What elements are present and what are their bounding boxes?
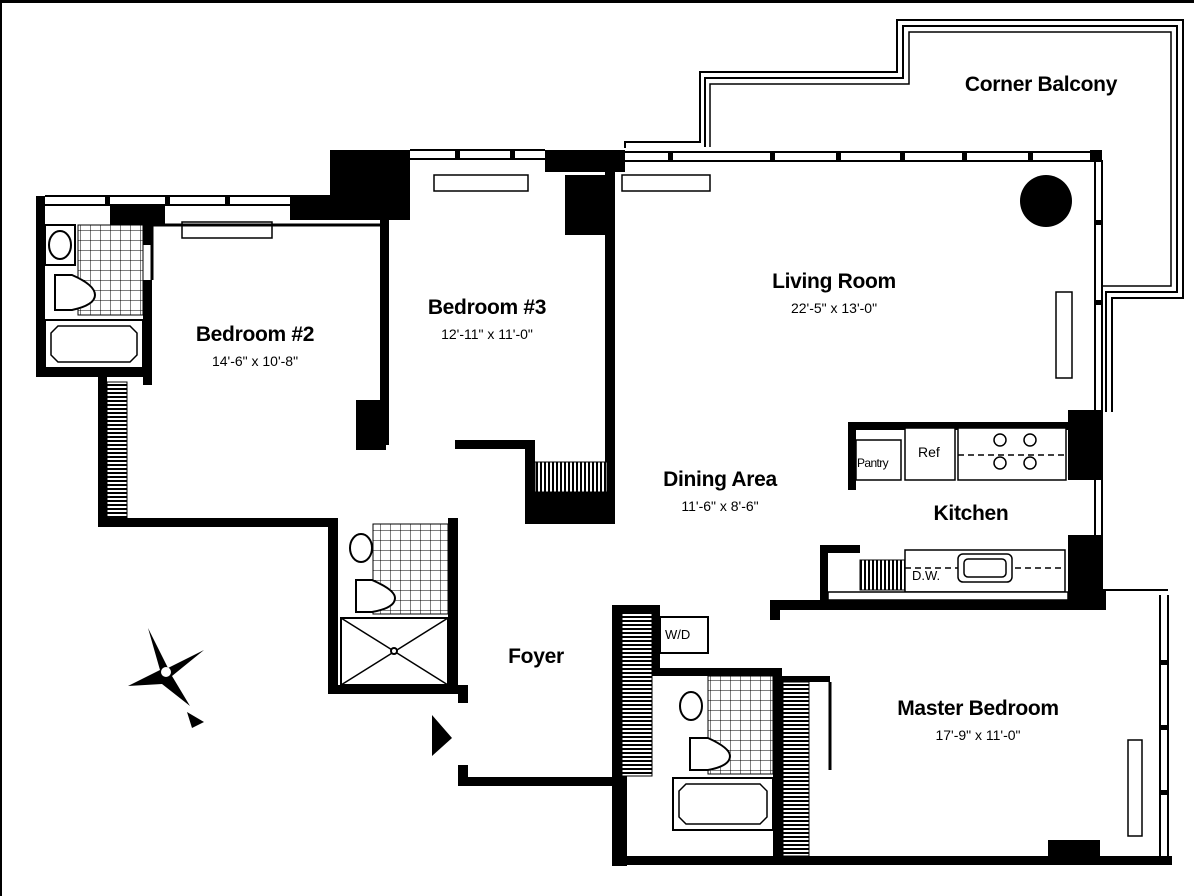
bath-fixtures-left [44, 224, 144, 369]
window-mullions [105, 150, 1168, 795]
refrigerator-label: Ref [918, 444, 940, 460]
bath-fixtures-master [672, 691, 774, 831]
dining-area-label: Dining Area [663, 468, 777, 491]
kitchen-label: Kitchen [933, 502, 1009, 525]
compass-rose-icon [128, 628, 204, 728]
living-room-label: Living Room [772, 270, 896, 293]
master-bedroom-label: Master Bedroom [897, 697, 1059, 720]
interior-lines [150, 223, 832, 770]
walls [36, 150, 1172, 866]
kitchen-appliances [827, 427, 1069, 601]
washer-dryer-label: W/D [665, 627, 691, 642]
corner-balcony-railing [624, 19, 1184, 412]
foyer-label: Foyer [508, 645, 564, 668]
bedroom-3-label: Bedroom #3 [427, 296, 547, 319]
master-bedroom-dims: 17'-9" x 11'-0" [935, 727, 1021, 743]
bedroom-2-dims: 14'-6" x 10'-8" [211, 353, 299, 369]
washer-dryer [659, 616, 709, 654]
corner-balcony-label: Corner Balcony [964, 73, 1118, 96]
pantry-label: Pantry [857, 456, 889, 470]
living-room-dims: 22'-5" x 13'-0" [790, 300, 878, 316]
bedroom-2-label: Bedroom #2 [195, 323, 315, 346]
dishwasher-label: D.W. [912, 568, 941, 583]
entry-door-arrow-icon [432, 715, 452, 756]
structural-column [1020, 175, 1072, 227]
dining-area-dims: 11'-6" x 8'-6" [681, 498, 759, 514]
bath-fixtures-center [340, 533, 449, 686]
closet-shelving [106, 381, 906, 857]
bedroom-3-dims: 12'-11" x 11'-0" [441, 326, 533, 342]
